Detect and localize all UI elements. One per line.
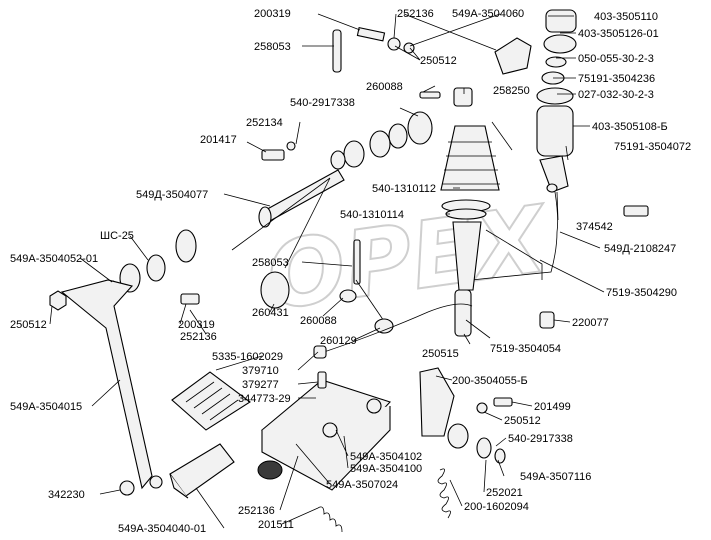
- parts-drawing: [49, 9, 649, 533]
- label-344773-29: 344773-29: [238, 393, 291, 405]
- label-549a-3507116: 549А-3507116: [520, 471, 591, 483]
- label-252134: 252134: [246, 117, 283, 129]
- label-200319-top: 200319: [254, 8, 291, 20]
- label-260129: 260129: [320, 335, 357, 347]
- label-7519-3504290: 7519-3504290: [606, 287, 677, 299]
- label-200-1602094: 200-1602094: [464, 501, 529, 513]
- label-75191-3504236: 75191-3504236: [578, 73, 655, 85]
- label-403-3505126-01: 403-3505126-01: [578, 28, 659, 40]
- label-258053-top: 258053: [254, 41, 291, 53]
- label-252136-bottom: 252136: [238, 505, 275, 517]
- label-050-055-30-2-3: 050-055-30-2-3: [578, 53, 654, 65]
- watermark-logo: OPEX: [260, 185, 556, 330]
- label-342230: 342230: [48, 489, 85, 501]
- label-403-3505108-b: 403-3505108-Б: [592, 121, 668, 133]
- label-403-3505110: 403-3505110: [594, 11, 658, 23]
- label-220077: 220077: [572, 317, 609, 329]
- label-260431: 260431: [252, 307, 289, 319]
- label-379710: 379710: [242, 365, 279, 377]
- label-379277: 379277: [242, 379, 279, 391]
- label-540-1310114: 540-1310114: [340, 209, 404, 221]
- label-258053-mid: 258053: [252, 257, 289, 269]
- label-250512-left: 250512: [10, 319, 47, 331]
- label-250515: 250515: [422, 348, 459, 360]
- label-200319-mid: 200319: [178, 319, 215, 331]
- label-7519-3504054: 7519-3504054: [490, 343, 561, 355]
- part-labels: 200319 252136 549A-3504060 403-3505110 2…: [10, 8, 691, 535]
- label-549d-3504077: 549Д-3504077: [136, 189, 208, 201]
- label-540-1310112: 540-1310112: [372, 183, 436, 195]
- label-540-2917338-right: 540-2917338: [508, 433, 573, 445]
- label-200-3504055-b: 200-3504055-Б: [452, 375, 528, 387]
- label-201511: 201511: [258, 519, 294, 531]
- label-549d-2108247: 549Д-2108247: [604, 243, 676, 255]
- label-201417: 201417: [200, 134, 237, 146]
- label-75191-3504072: 75191-3504072: [614, 141, 691, 153]
- label-250512-right: 250512: [504, 415, 541, 427]
- label-549a-3507024: 549А-3507024: [326, 479, 398, 491]
- label-250512-top: 250512: [420, 55, 457, 67]
- label-549a-3504015: 549А-3504015: [10, 401, 82, 413]
- label-252136-mid: 252136: [180, 331, 217, 343]
- label-shs-25: ШС-25: [100, 230, 134, 242]
- label-549a-3504060: 549A-3504060: [452, 8, 524, 20]
- label-374542: 374542: [576, 221, 613, 233]
- leader-lines: [49, 13, 605, 529]
- label-549a-3504100: 549А-3504100: [350, 463, 422, 475]
- label-027-032-30-2-3: 027-032-30-2-3: [578, 89, 654, 101]
- label-540-2917338-top: 540-2917338: [290, 97, 355, 109]
- label-549a-3504052-01: 549А-3504052-01: [10, 253, 98, 265]
- label-260088-mid: 260088: [300, 315, 337, 327]
- label-201499: 201499: [534, 401, 571, 413]
- label-252021: 252021: [486, 487, 523, 499]
- label-258250: 258250: [493, 85, 530, 97]
- label-549a-3504040-01: 549А-3504040-01: [118, 523, 206, 535]
- label-5335-1602029: 5335-1602029: [212, 351, 283, 363]
- label-260088-top: 260088: [366, 81, 403, 93]
- label-549a-3504102: 549А-3504102: [350, 451, 422, 463]
- label-252136-top: 252136: [397, 8, 434, 20]
